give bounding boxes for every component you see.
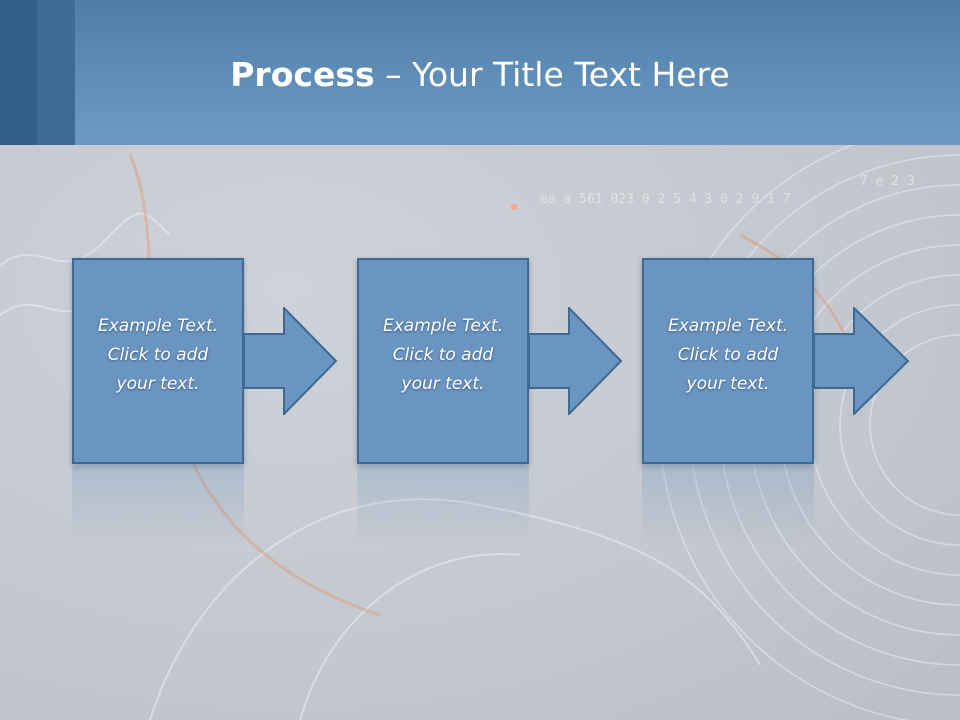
step-reflection bbox=[642, 466, 814, 546]
title-bar: Process – Your Title Text Here bbox=[0, 0, 960, 145]
svg-text:ea a 561 023 0 2 5 4 3 0 2 9 1: ea a 561 023 0 2 5 4 3 0 2 9 1 7 bbox=[540, 192, 790, 207]
step-reflection bbox=[357, 466, 529, 546]
step-reflection bbox=[72, 466, 244, 546]
slide-title[interactable]: Process – Your Title Text Here bbox=[0, 54, 960, 96]
title-rest-text: – Your Title Text Here bbox=[374, 55, 730, 94]
svg-text:7 e 2 3: 7 e 2 3 bbox=[860, 174, 915, 189]
arrow-right-icon bbox=[814, 307, 910, 415]
title-bold-text: Process bbox=[230, 55, 375, 94]
arrow-right-icon bbox=[529, 307, 623, 415]
header-accent-band bbox=[0, 0, 37, 145]
header-accent-band bbox=[37, 0, 75, 145]
arrow-right-icon bbox=[244, 307, 338, 415]
